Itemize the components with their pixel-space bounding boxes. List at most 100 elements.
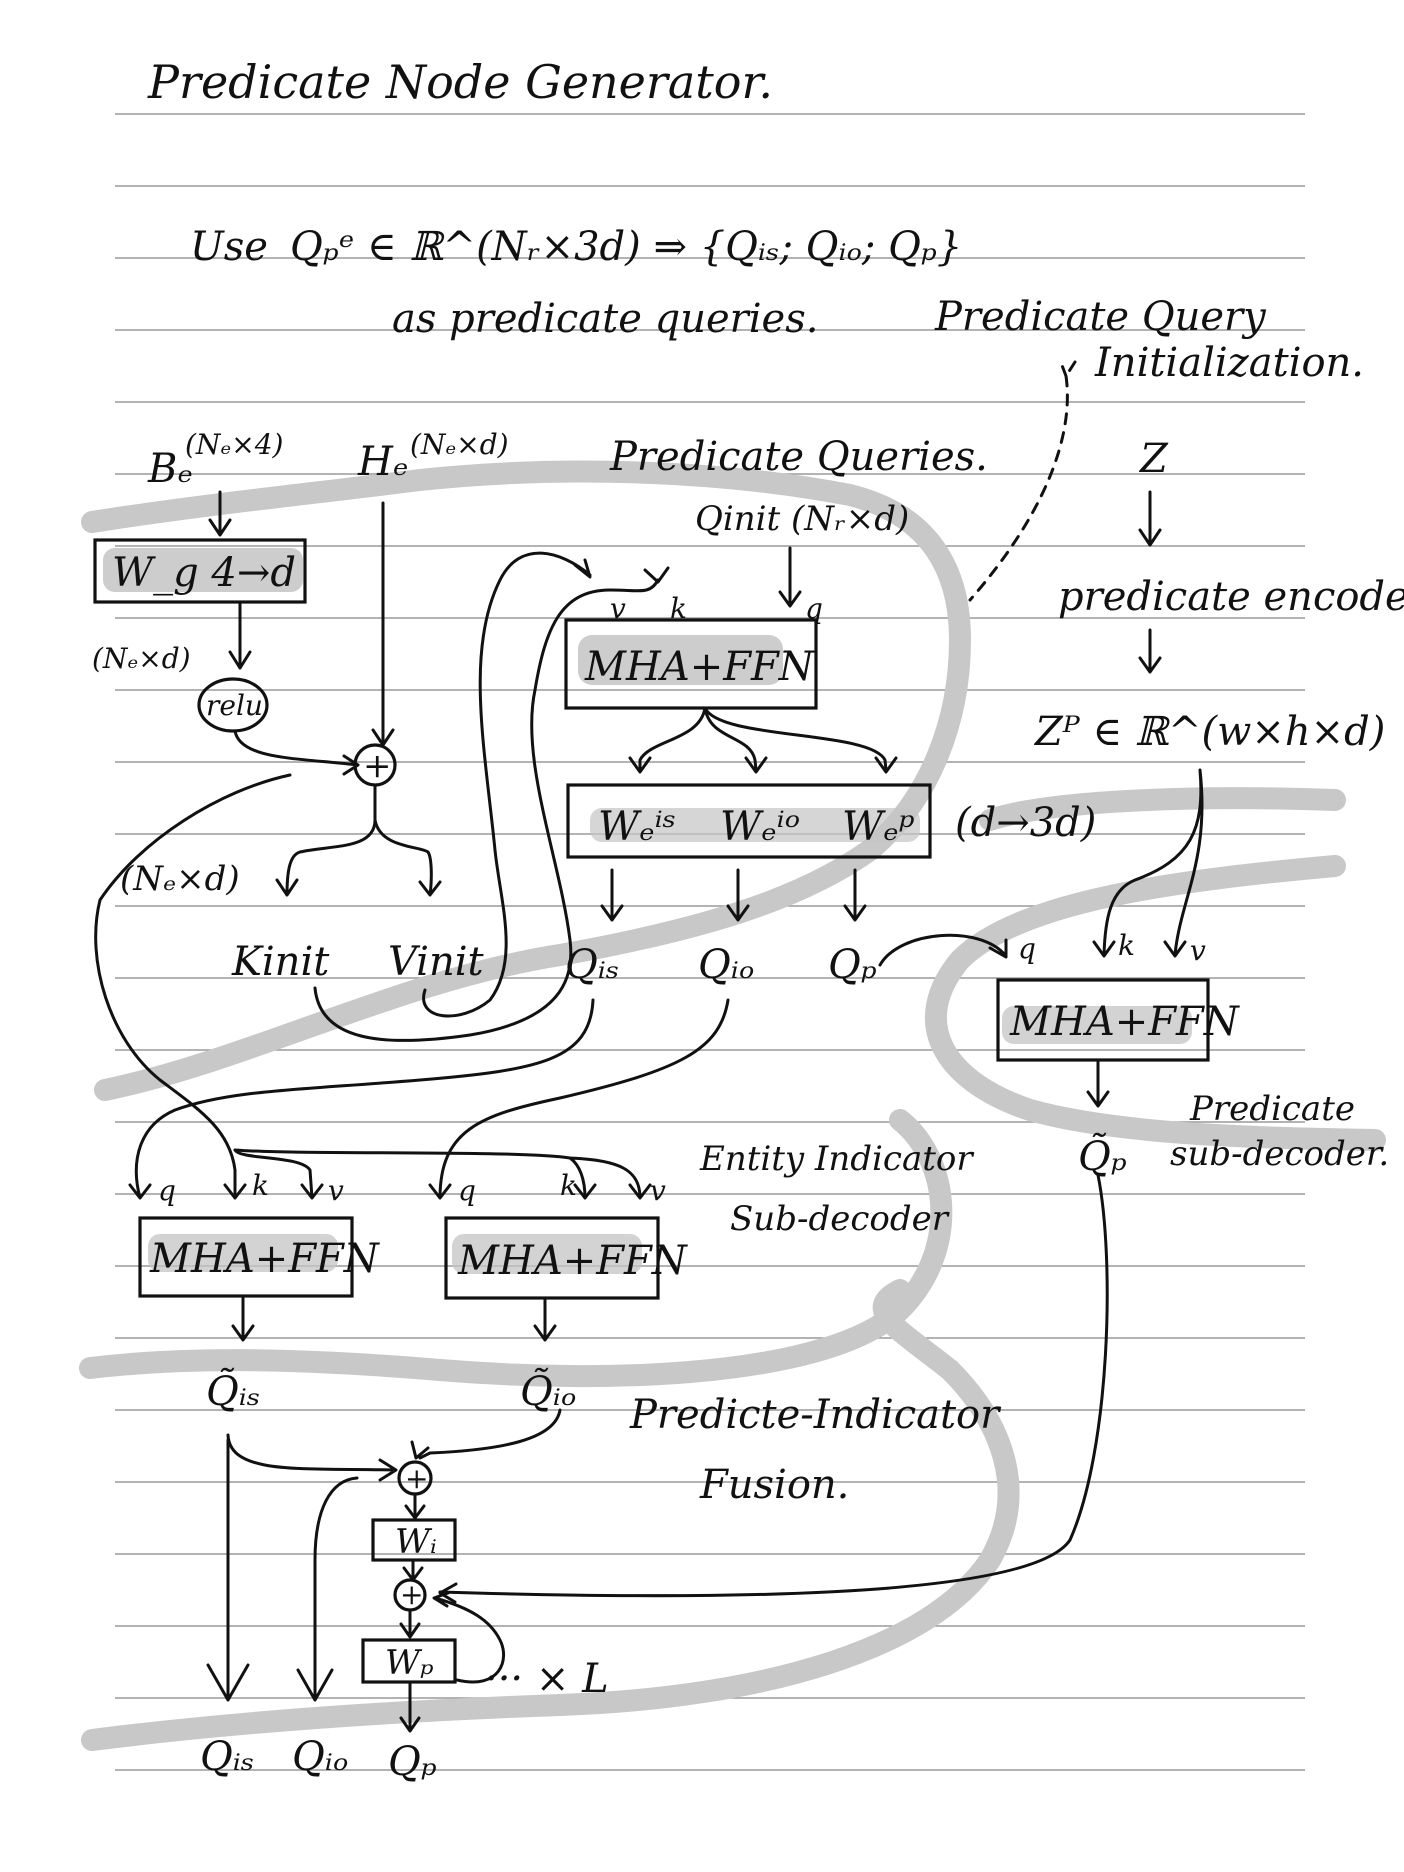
mha-mid-port-v: v [650,1174,666,1207]
predicate-subdecoder-label-2: sub-decoder. [1170,1134,1389,1174]
kinit-to-mha-k-arrow [313,566,670,1042]
be-dim-label: (Nₑ×4) [185,428,283,461]
plus-to-left-mha-k-arrow [94,773,292,1200]
mha-top-port-k: k [670,592,687,625]
qp-label: Qₚ [828,942,877,988]
we-box [566,783,932,859]
relu-to-plus-arrow [233,729,360,776]
fusion-plus-to-wi-arrow [404,1492,426,1520]
plus-to-vinit-arrow [373,818,442,897]
mha-right-port-q: q [1018,932,1036,965]
ned-mid-label: (Nₑ×d) [120,859,240,899]
mha-right-to-qp-tilde-arrow [1086,1060,1110,1108]
ruled-lines [115,113,1305,1771]
out-qis-label: Qᵢₛ [200,1734,254,1780]
wg-to-relu-arrow [228,600,252,670]
mha-left-port-q: q [158,1174,176,1207]
mha-left-label: MHA+FFN [149,1236,381,1282]
he-to-plus-arrow [371,501,395,747]
page-title: Predicate Node Generator. [147,55,773,109]
qis-tilde-label: Q̃ᵢₛ [206,1368,260,1415]
encoder-to-zp-arrow [1138,628,1162,674]
qis-label: Qᵢₛ [565,942,619,988]
z-to-encoder-arrow [1138,490,1162,547]
mha-left-port-k: k [252,1169,269,1202]
qis-to-left-mha-q-arrow [128,998,595,1200]
mha-mid-port-k: k [560,1169,577,1202]
we-to-qio-arrow [726,868,750,922]
we-io-label: Wₑⁱᵒ [720,804,800,850]
fusion-label-1: Predicte-Indicator [629,1392,1002,1438]
mha-top-label: MHA+FFN [584,644,816,690]
mha-top-port-v: v [610,592,626,625]
z-label: Z [1138,436,1169,482]
mha-right-label: MHA+FFN [1009,999,1241,1045]
we-to-qis-arrow [600,868,624,922]
mha-left-port-v: v [328,1174,344,1207]
fusion-label-2: Fusion. [699,1462,849,1508]
mha-left-box [138,1216,354,1298]
plus-label: + [363,746,392,786]
wg-label: W_g 4→d [112,550,296,596]
zp-label: Zᴾ ∈ ℝ^(w×h×d) [1033,709,1385,755]
mha-top-box [564,618,818,710]
we-dim-label: (d→3d) [955,800,1096,846]
vinit-to-mha-v-arrow [422,551,592,1018]
mha-mid-port-q: q [458,1174,476,1207]
wi-to-plus2-arrow [402,1558,424,1582]
he-input-label: Hₑ [357,439,408,485]
intro-formula: Qₚᵉ ∈ ℝ^(Nᵣ×3d) ⇒ {Qᵢₛ; Qᵢₒ; Qₚ} [290,224,962,270]
mha-top-port-q: q [805,592,823,625]
loop-back-arrow [432,1591,505,1684]
pqi-pointer-arrow [968,358,1077,602]
he-dim-label: (Nₑ×d) [410,428,509,461]
zp-to-mha-right-kv-arrows [1092,768,1204,958]
predicate-queries-label: Predicate Queries. [609,434,988,480]
relu-node [197,677,269,733]
wp-box [361,1638,457,1684]
mha-left-to-qis-tilde-arrow [231,1296,255,1342]
qis-tilde-to-fusion-plus-arrow [226,1433,398,1482]
mha-mid-label: MHA+FFN [457,1238,689,1284]
predicate-subdecoder-label-1: Predicate [1189,1089,1355,1129]
times-l-label: ··· × L [485,1656,609,1702]
kinit-to-entity-kv-arrows [233,1148,652,1200]
qio-tilde-label: Q̃ᵢₒ [520,1368,576,1415]
pqi-label-line2: Initialization. [1094,340,1364,386]
out-qp-label: Qₚ [388,1739,437,1785]
qio-to-mid-mha-q-arrow [428,998,730,1200]
out-qio-label: Qᵢₒ [292,1734,348,1780]
fusion-plus2-label: + [400,1578,423,1611]
pqi-label-line1: Predicate Query [934,294,1267,340]
predicate-encoder-label: predicate encoder [1058,574,1404,620]
mha-right-port-v: v [1190,934,1206,967]
plus2-to-wp-arrow [399,1608,421,1639]
mha-right-port-k: k [1118,929,1135,962]
we-p-label: Wₑᵖ [842,804,915,850]
qio-tilde-to-out-arrow [296,1476,359,1702]
mha-top-to-we-arrows [628,706,898,774]
be-input-label: Bₑ [147,446,193,492]
wg-box [93,538,307,604]
relu-label: relu [206,689,263,722]
mha-mid-to-qio-tilde-arrow [533,1298,557,1342]
qp-tilde-to-fusion-arrow [438,1173,1109,1604]
vinit-label: Vinit [388,939,485,985]
qinit-label: Qinit (Nᵣ×d) [695,499,909,539]
qio-label: Qᵢₒ [698,942,754,988]
we-to-qp-arrow [843,868,867,922]
intro-use-word: Use [190,224,268,270]
qp-to-mha-right-q-arrow [878,933,1008,967]
ned-left-label: (Nₑ×d) [92,642,191,675]
intro-line2: as predicate queries. [392,296,818,342]
mha-right-box [996,978,1210,1062]
be-to-wg-arrow [208,490,232,537]
fusion-plus-label: + [405,1462,428,1495]
kinit-label: Kinit [231,939,330,985]
mha-mid-box [444,1216,660,1300]
entity-indicator-label-2: Sub-decoder [730,1199,950,1239]
wp-to-out-qp-arrow [399,1682,421,1733]
plus-to-kinit-arrow [275,784,377,897]
entity-indicator-label-1: Entity Indicator [699,1139,974,1179]
